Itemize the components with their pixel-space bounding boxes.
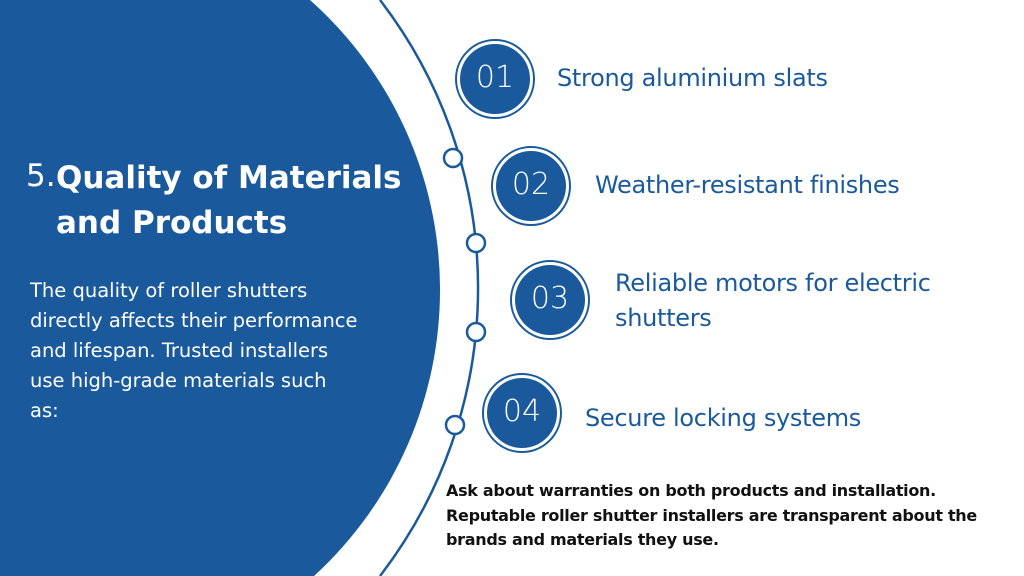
intro-line: and lifespan. Trusted installers xyxy=(30,339,329,362)
item-number: 01 xyxy=(475,60,515,95)
intro-line: as: xyxy=(30,399,59,422)
timeline-arc xyxy=(379,0,480,576)
number-badge-04 xyxy=(482,373,562,453)
intro-line: directly affects their performance xyxy=(30,309,358,332)
item-number: 03 xyxy=(530,281,570,316)
timeline-node xyxy=(465,321,487,343)
number-badge-02 xyxy=(491,146,571,226)
item-label-line: shutters xyxy=(615,304,712,332)
intro-line: The quality of roller shutters xyxy=(30,279,308,302)
item-label-line: Reliable motors for electric xyxy=(615,269,931,297)
intro-paragraph: The quality of roller shutters directly … xyxy=(30,276,358,426)
intro-line: use high-grade materials such xyxy=(30,369,327,392)
timeline-node xyxy=(465,232,487,254)
section-number: 5. xyxy=(26,158,56,194)
footer-line: brands and materials they use. xyxy=(446,530,719,549)
item-number: 02 xyxy=(511,167,551,202)
footer-line: Ask about warranties on both products an… xyxy=(446,481,936,500)
item-number: 04 xyxy=(502,394,542,429)
large-blue-circle xyxy=(0,0,441,576)
number-badge-01 xyxy=(455,39,535,119)
footer-note: Ask about warranties on both products an… xyxy=(446,479,977,553)
item-label: Weather-resistant finishes xyxy=(595,171,900,199)
item-label: Strong aluminium slats xyxy=(557,64,828,92)
number-badge-03 xyxy=(510,260,590,340)
item-label: Secure locking systems xyxy=(585,404,861,432)
footer-line: Reputable roller shutter installers are … xyxy=(446,505,977,525)
item-label: Reliable motors for electric shutters xyxy=(615,266,931,336)
timeline-node xyxy=(442,147,464,169)
page-title: Quality of Materials and Products xyxy=(56,156,402,246)
timeline-node xyxy=(444,414,466,436)
title-line: Quality of Materials xyxy=(56,160,402,196)
title-line: and Products xyxy=(56,205,288,241)
